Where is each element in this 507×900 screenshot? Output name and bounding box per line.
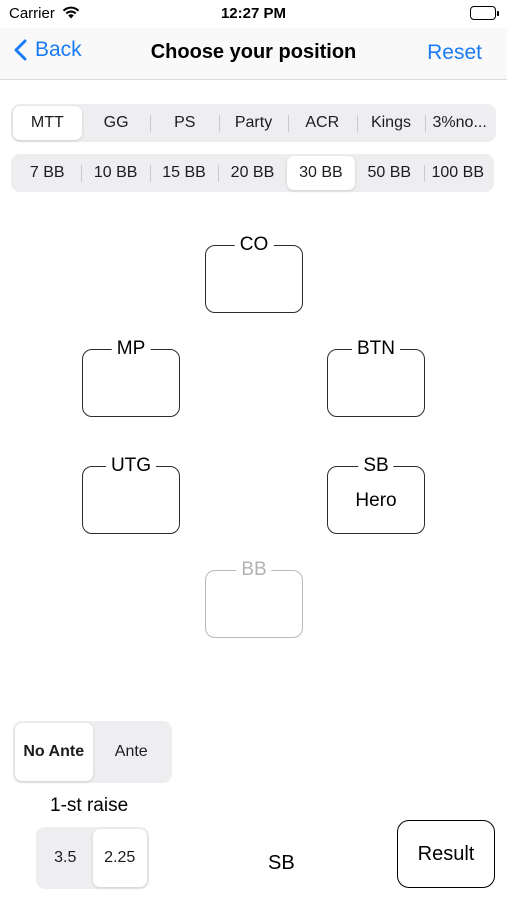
raise-size-selector: 3.5 2.25 [36, 827, 149, 889]
stack-tab-100bb[interactable]: 100 BB [423, 156, 492, 190]
status-bar: Carrier 12:27 PM [0, 0, 507, 28]
no-ante-option[interactable]: No Ante [15, 723, 93, 781]
room-tab-mtt[interactable]: MTT [13, 106, 82, 140]
stack-tab-10bb[interactable]: 10 BB [81, 156, 149, 190]
chevron-left-icon [14, 39, 27, 61]
room-tab-ps[interactable]: PS [150, 106, 219, 140]
result-button[interactable]: Result [397, 820, 495, 888]
room-tab-acr[interactable]: ACR [287, 106, 357, 140]
stack-tab-20bb[interactable]: 20 BB [218, 156, 286, 190]
back-label: Back [35, 38, 82, 61]
seat-mp[interactable]: MP [82, 339, 180, 417]
carrier-label: Carrier [9, 5, 55, 22]
stack-size-selector: 7 BB 10 BB 15 BB 20 BB 30 BB 50 BB 100 B… [11, 154, 494, 192]
room-tab-3pct[interactable]: 3%no... [425, 106, 494, 140]
stack-tab-50bb[interactable]: 50 BB [367, 164, 412, 181]
seat-bb-label: BB [236, 560, 272, 580]
selected-position: SB [268, 852, 295, 874]
stack-tab-15bb[interactable]: 15 BB [149, 156, 218, 190]
room-tab-party[interactable]: Party [219, 106, 288, 140]
room-tab-kings[interactable]: Kings [356, 106, 426, 140]
seat-co[interactable]: CO [205, 235, 303, 313]
back-button[interactable]: Back [14, 38, 82, 62]
ante-selector: No Ante Ante [13, 721, 172, 783]
seat-sb-label: SB [358, 456, 394, 476]
stack-tab-30bb[interactable]: 30 BB [286, 156, 356, 190]
room-selector: MTT GG PS Party ACR Kings 3%no... [11, 104, 496, 142]
battery-icon [470, 6, 499, 20]
clock: 12:27 PM [220, 5, 287, 22]
seat-bb: BB [205, 560, 303, 638]
ante-option[interactable]: Ante [114, 743, 148, 760]
navigation-bar: Back Choose your position Reset [0, 28, 507, 80]
seat-sb-player: Hero [355, 490, 397, 511]
wifi-icon [62, 5, 80, 24]
room-tab-gg[interactable]: GG [103, 114, 129, 131]
reset-button[interactable]: Reset [427, 41, 482, 64]
seat-utg[interactable]: UTG [82, 456, 180, 534]
seat-sb[interactable]: SB Hero [327, 456, 425, 534]
seat-co-label: CO [234, 235, 274, 255]
seat-mp-label: MP [111, 339, 151, 359]
stack-tab-7bb[interactable]: 7 BB [29, 164, 65, 181]
raise-option-3-5[interactable]: 3.5 [54, 849, 77, 866]
seat-btn-label: BTN [352, 339, 400, 359]
seat-utg-label: UTG [105, 456, 157, 476]
raise-option-2-25[interactable]: 2.25 [92, 829, 147, 887]
seat-btn[interactable]: BTN [327, 339, 425, 417]
first-raise-label: 1-st raise [50, 795, 129, 816]
